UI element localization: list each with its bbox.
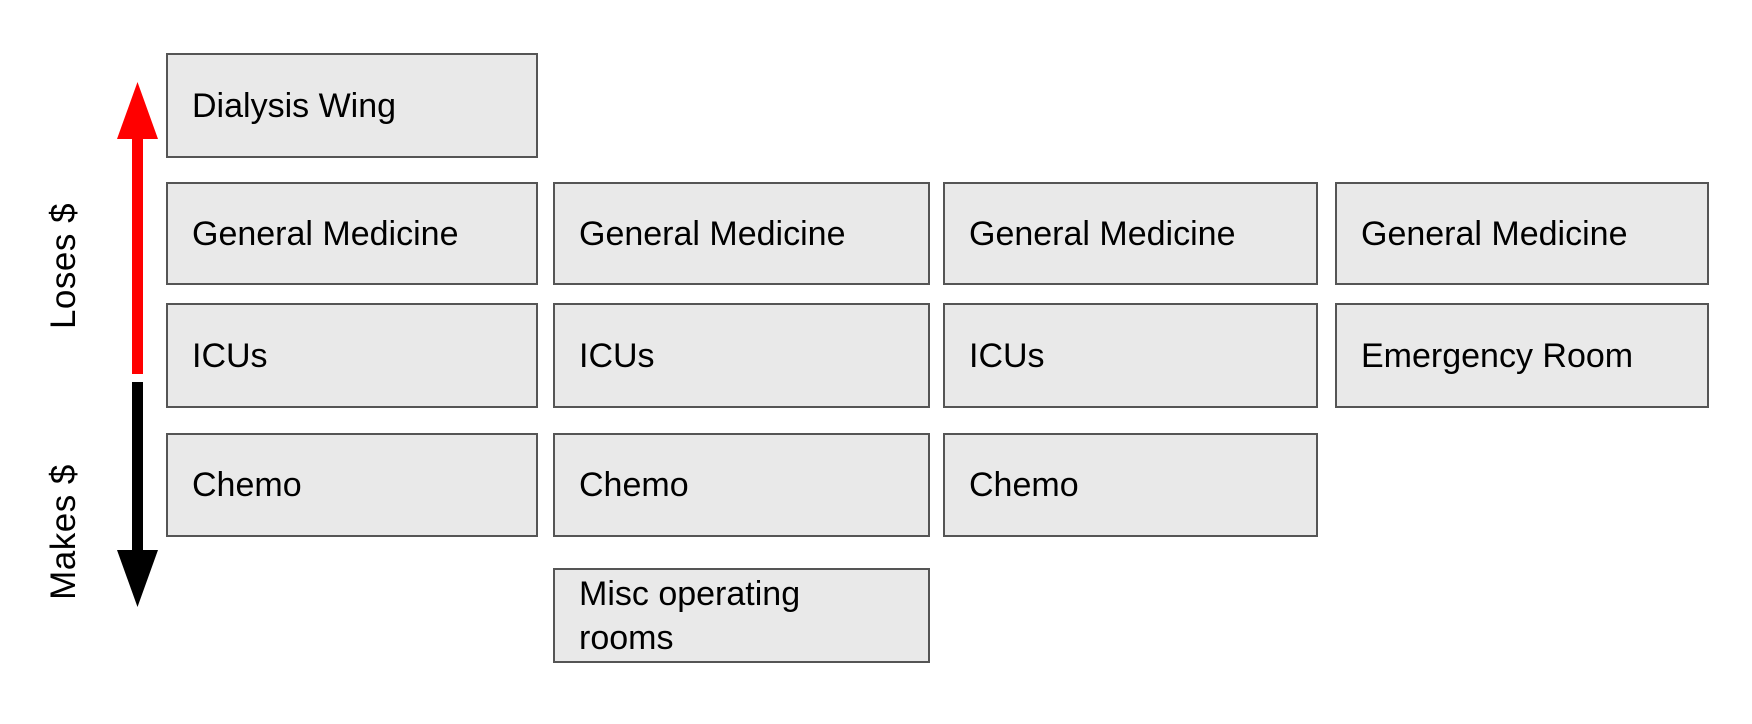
dept-box-general-medicine-3: General Medicine — [943, 182, 1318, 285]
dept-box-label: General Medicine — [192, 214, 459, 253]
dept-box-label: ICUs — [192, 336, 268, 375]
dept-box-label: Misc operating rooms — [579, 574, 801, 657]
dept-box-chemo-1: Chemo — [166, 433, 538, 537]
axis-label-loses: Loses $ — [44, 202, 83, 330]
dept-box-chemo-2: Chemo — [553, 433, 930, 537]
dept-box-dialysis-wing: Dialysis Wing — [166, 53, 538, 158]
dept-box-chemo-3: Chemo — [943, 433, 1318, 537]
dept-box-label: Emergency Room — [1361, 336, 1634, 375]
dept-box-icus-1: ICUs — [166, 303, 538, 408]
dept-box-emergency-room: Emergency Room — [1335, 303, 1709, 408]
dept-box-icus-3: ICUs — [943, 303, 1318, 408]
makes-arrow-down-icon — [117, 382, 158, 607]
dept-box-label: General Medicine — [1361, 214, 1628, 253]
dept-box-label: ICUs — [579, 336, 655, 375]
dept-box-misc-operating-rooms: Misc operating rooms — [553, 568, 930, 663]
dept-box-general-medicine-2: General Medicine — [553, 182, 930, 285]
dept-box-label: Chemo — [579, 466, 689, 504]
dept-box-label: Dialysis Wing — [192, 86, 397, 125]
dept-box-label: Chemo — [969, 466, 1079, 504]
loses-arrow-up-icon — [117, 82, 158, 374]
dept-box-general-medicine-1: General Medicine — [166, 182, 538, 285]
axis-label-makes: Makes $ — [44, 464, 83, 600]
dept-box-label: General Medicine — [579, 214, 846, 253]
dept-box-label: Chemo — [192, 466, 302, 504]
dept-box-icus-2: ICUs — [553, 303, 930, 408]
profitability-axis — [117, 82, 158, 607]
dept-box-label: ICUs — [969, 336, 1045, 375]
dept-box-label: General Medicine — [969, 214, 1236, 253]
dept-box-general-medicine-4: General Medicine — [1335, 182, 1709, 285]
